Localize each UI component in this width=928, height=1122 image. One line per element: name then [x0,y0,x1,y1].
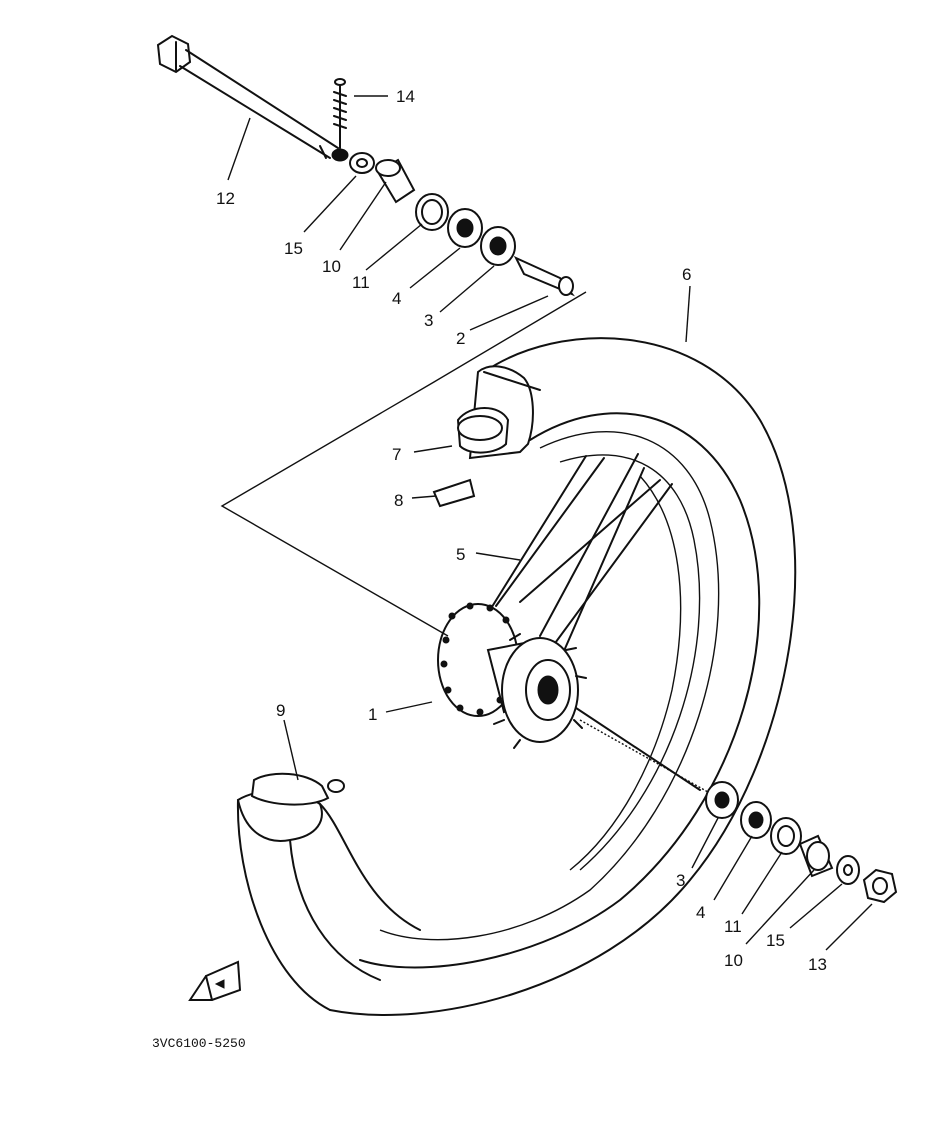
callout-15-left: 15 [284,239,303,258]
callout-labels: 12 14 15 10 11 4 3 2 6 7 8 5 1 9 3 4 11 … [216,87,827,974]
callout-12: 12 [216,189,235,208]
callout-14: 14 [396,87,415,106]
callout-7: 7 [392,445,401,464]
callout-11-left: 11 [352,273,370,292]
callout-5: 5 [456,545,465,564]
front-axle [156,34,349,162]
callout-1: 1 [368,705,377,724]
callout-11-right: 11 [724,917,742,936]
callout-3-left: 3 [424,311,433,330]
axle-pinch-bolt [333,78,347,149]
valve-cap [250,772,345,806]
leader-lines [227,95,873,951]
callout-6: 6 [682,265,691,284]
callout-4-right: 4 [696,903,705,922]
direction-arrow-icon [188,960,242,1001]
axle-centerline [579,719,709,793]
front-hub [437,602,587,749]
callout-15-right: 15 [766,931,785,950]
rim-band [432,478,476,508]
callout-4-left: 4 [392,289,401,308]
callout-13: 13 [808,955,827,974]
assembly-outline [220,291,587,637]
left-collar-stack [349,152,575,297]
diagram-code: 3VC6100-5250 [152,1036,246,1051]
inner-tube [456,407,510,454]
callout-2: 2 [456,329,465,348]
callout-8: 8 [394,491,403,510]
callout-3-right: 3 [676,871,685,890]
spoke-set [489,453,701,791]
right-collar-stack [705,781,898,904]
callout-10-left: 10 [322,257,341,276]
callout-9: 9 [276,701,285,720]
callout-10-right: 10 [724,951,743,970]
